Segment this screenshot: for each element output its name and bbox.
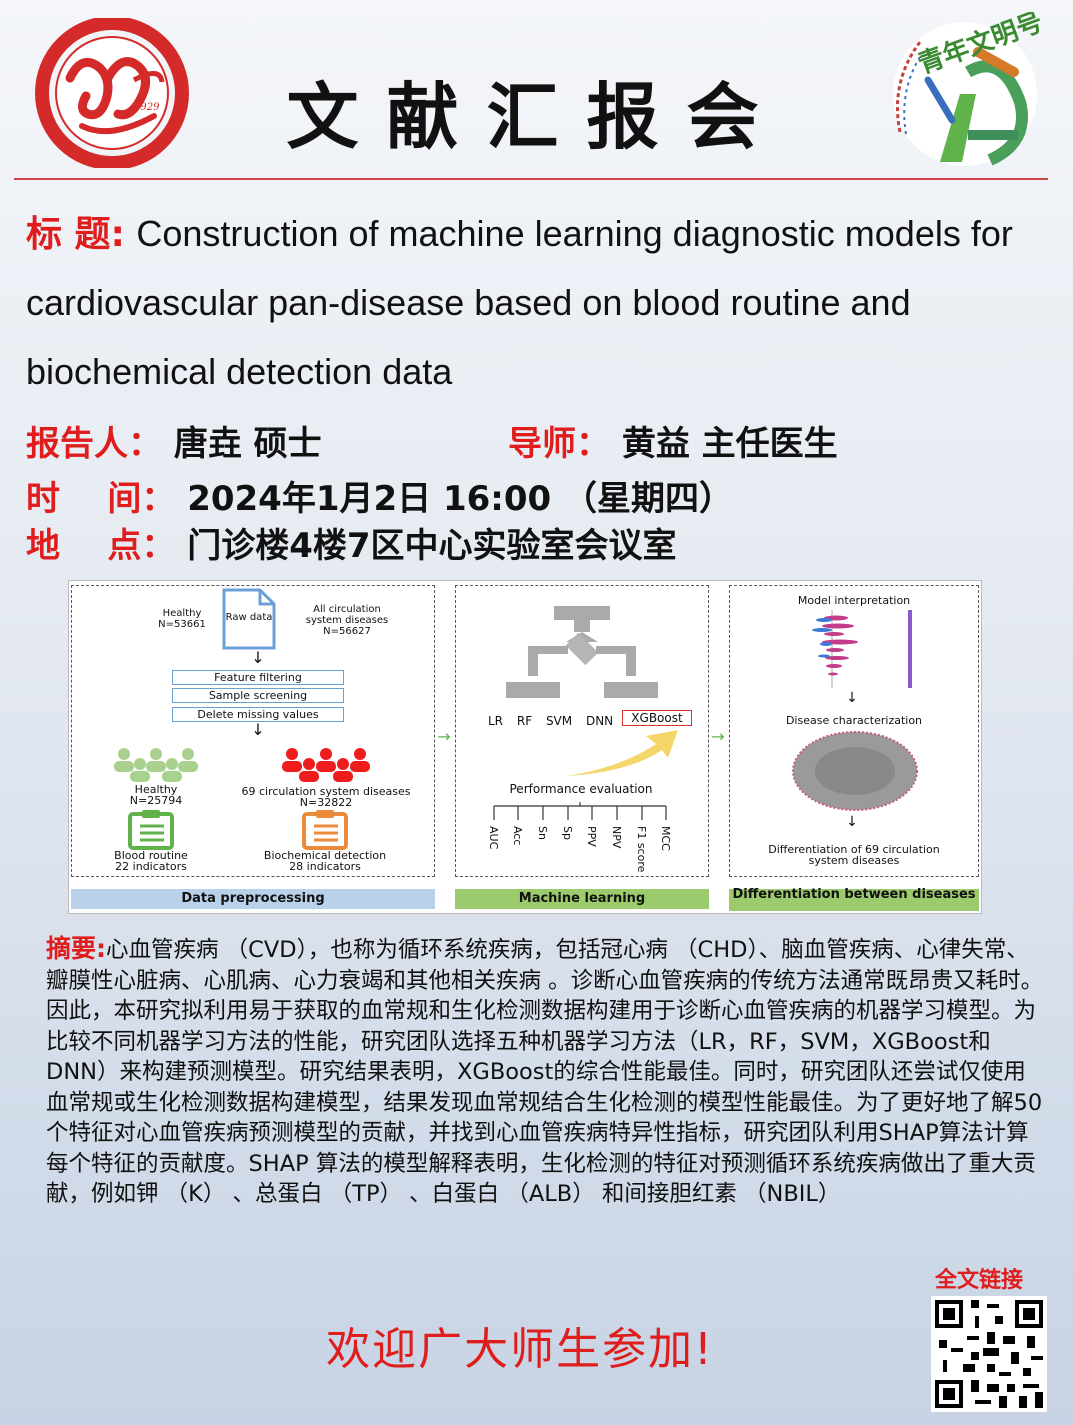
arrow-down-icon: ↓ <box>846 690 858 706</box>
yellow-arrow-icon <box>560 726 680 778</box>
reporter-row: 报告人： 唐垚 硕士 <box>26 416 322 465</box>
metric-ppv: PPV <box>585 826 598 847</box>
title-label: 标 题: <box>26 214 125 255</box>
all-disease-count: All circulation system diseases N=56627 <box>305 604 389 637</box>
mentor-row: 导师： 黄益 主任医生 <box>508 416 838 465</box>
main-title: 文献汇报会 <box>286 75 787 159</box>
healthy-count: Healthy N=53661 <box>158 608 206 630</box>
mentor-value: 黄益 主任医生 <box>621 424 838 464</box>
svg-text:1929: 1929 <box>134 102 160 113</box>
model-dnn: DNN <box>585 714 614 728</box>
reporter-label: 报告人： <box>26 424 162 464</box>
metric-acc: Acc <box>511 826 524 846</box>
footer-data-preprocessing: Data preprocessing <box>71 889 435 909</box>
place-label: 地 点： <box>26 526 176 566</box>
panel-differentiation: Model interpretation ↓ Disease character… <box>729 585 979 877</box>
footer-machine-learning: Machine learning <box>455 889 709 909</box>
place-value: 门诊楼4楼7区中心实验室会议室 <box>187 526 677 566</box>
healthy-final-count: Healthy N=25794 <box>129 783 183 807</box>
step-sample-screening: Sample screening <box>172 688 344 703</box>
healthy-people-icon <box>108 746 204 782</box>
workflow-figure: Healthy N=53661 Raw data All circulation… <box>68 580 982 914</box>
metric-sn: Sn <box>536 826 549 840</box>
blood-routine-label: Blood routine 22 indicators <box>114 849 188 873</box>
mentor-label: 导师： <box>508 424 610 464</box>
model-lr: LR <box>488 714 504 728</box>
char-label: Disease characterization <box>785 714 923 727</box>
abstract-text: 心血管疾病 （CVD），也称为循环系统疾病，包括冠心病 （CHD）、脑血管疾病、… <box>46 937 1044 1207</box>
time-value: 2024年1月2日 16:00 （星期四） <box>187 479 734 519</box>
arrow-right-icon: → <box>711 727 725 746</box>
biochemical-label: Biochemical detection 28 indicators <box>263 849 387 873</box>
diff-label: Differentiation of 69 circulation system… <box>768 843 940 867</box>
arrow-down-icon: ↓ <box>251 720 265 739</box>
panel-machine-learning: LR RF SVM DNN XGBoost Performance evalua… <box>455 585 709 877</box>
shap-plot-icon <box>802 608 918 694</box>
interp-label: Model interpretation <box>797 594 911 607</box>
metric-npv: NPV <box>610 826 623 849</box>
disease-final-count: 69 circulation system diseases N=32822 <box>241 785 411 809</box>
metric-f1: F1 score <box>635 826 648 873</box>
disease-people-icon <box>276 746 376 782</box>
place-row: 地 点： 门诊楼4楼7区中心实验室会议室 <box>26 518 677 567</box>
performance-label: Performance evaluation <box>509 782 653 796</box>
reporter-value: 唐垚 硕士 <box>173 424 322 464</box>
metric-tree <box>490 802 670 822</box>
metric-labels: AUC Acc Sn Sp PPV NPV F1 score MCC <box>484 822 684 882</box>
step-feature-filtering: Feature filtering <box>172 670 344 685</box>
model-xgboost: XGBoost <box>622 710 692 726</box>
time-row: 时 间： 2024年1月2日 16:00 （星期四） <box>26 471 733 520</box>
hospital-logo: 1929 <box>30 16 194 170</box>
model-list: LR RF SVM DNN <box>488 714 628 728</box>
step-delete-missing: Delete missing values <box>172 707 344 722</box>
metric-auc: AUC <box>487 826 500 850</box>
blood-routine-icon <box>126 810 176 850</box>
footer-differentiation: Differentiation between diseases <box>729 888 979 911</box>
arrow-down-icon: ↓ <box>251 648 265 667</box>
time-label: 时 间： <box>26 479 176 519</box>
decision-flow-icon <box>502 604 662 700</box>
network-plot-icon <box>790 730 920 812</box>
arrow-right-icon: → <box>437 727 451 746</box>
panel-data-preprocessing: Healthy N=53661 Raw data All circulation… <box>71 585 435 877</box>
model-rf: RF <box>516 714 533 728</box>
metric-mcc: MCC <box>659 826 672 851</box>
abstract: 摘要:心血管疾病 （CVD），也称为循环系统疾病，包括冠心病 （CHD）、脑血管… <box>46 934 1046 1210</box>
qr-code[interactable] <box>931 1296 1047 1412</box>
raw-data-icon <box>222 588 276 650</box>
model-svm: SVM <box>545 714 573 728</box>
abstract-label: 摘要: <box>46 934 106 963</box>
arrow-down-icon: ↓ <box>846 814 858 830</box>
youth-logo: 青年文明号 <box>880 6 1050 172</box>
header-divider <box>14 178 1048 180</box>
raw-data-label: Raw data <box>225 612 273 623</box>
talk-title: 标 题: Construction of machine learning di… <box>26 200 1066 407</box>
welcome-text: 欢迎广大师生参加! <box>326 1324 714 1375</box>
full-text-link-label: 全文链接 <box>935 1268 1024 1293</box>
metric-sp: Sp <box>561 826 574 840</box>
title-text: Construction of machine learning diagnos… <box>26 213 1013 392</box>
biochemical-icon <box>300 810 350 850</box>
